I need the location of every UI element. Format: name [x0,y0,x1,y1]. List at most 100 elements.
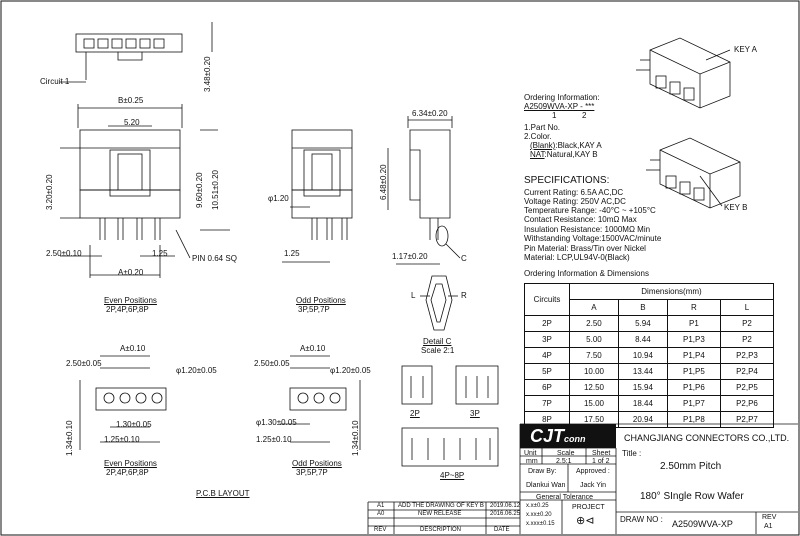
ordering-num2: 2 [582,111,587,120]
rev-row-1-desc: ADD THE DRAWING OF KEY B [398,503,484,509]
approver-name: Jack Yin [580,482,607,489]
spec-line: Pin Material: Brass/Tin over Nickel [524,244,646,253]
iso-view-key-b [646,137,741,209]
cell: P2,P6 [719,395,775,412]
profile-view [387,116,461,265]
cell: 2.50 [569,315,619,332]
iso-view-key-a [636,37,731,109]
tolerance-3: x.xxx±0.15 [526,521,555,527]
tolerance-label: General Tolerance [536,494,594,501]
draw-no-label: DRAW NO : [620,515,663,524]
th-circuits: Circuits [524,283,570,316]
dim-phi: φ1.20 [268,194,289,203]
label-r: R [461,291,467,300]
cell: 5.94 [617,315,668,332]
cell: 15.00 [569,395,619,412]
rev-row-1-date: 2019.06.12 [490,503,521,509]
title-line1: 2.50mm Pitch [660,461,722,472]
key-b-label: KEY B [724,203,748,212]
cell: P2,P3 [719,347,775,364]
cell: 5P [524,363,570,380]
project-label: PROJECT [572,504,605,511]
ordering-num1: 1 [552,111,557,120]
dim-6-48: 6.48±0.20 [379,164,388,200]
cell: 7P [524,395,570,412]
pin-view-2p: 2P [410,409,420,418]
pcb-odd-caption: Odd Positions [292,459,342,468]
cell: P2 [719,315,775,332]
cell: P2,P5 [719,379,775,396]
cell: 2P [524,315,570,332]
sheet-value: 1 of 2 [592,458,610,465]
cell: 12.50 [569,379,619,396]
cell: P2,P7 [719,411,775,428]
pcb-odd-dim-a: A±0.10 [300,344,326,353]
ordering-nat: NAT [530,150,545,159]
dim-1-25-front: 1.25 [152,249,168,258]
cell: P1,P6 [666,379,721,396]
pcb-odd-hole: φ1.20±0.05 [330,366,371,375]
ordering-code: A2509WVA-XP - *** [524,102,595,111]
rev-header-rev: REV [374,527,387,533]
rev-row-1-rev: A1 [377,503,385,509]
pin-views [401,365,499,467]
dim-1-25-side: 1.25 [284,249,300,258]
cell: P1,P8 [666,411,721,428]
cell: 10.00 [569,363,619,380]
dim-2-50: 2.50±0.10 [46,249,82,258]
spec-line: Temperature Range: -40°C ~ +105°C [524,206,656,215]
company-logo: CJTconn [530,427,586,445]
pcb-layout-even [79,355,167,450]
pin-view-3p: 3P [470,409,480,418]
pcb-odd-dim-125: 1.25±0.10 [256,435,292,444]
caption-even: Even Positions [104,296,157,305]
logo-text-small: conn [564,434,586,444]
dim-10-51: 10.51±0.20 [211,170,220,210]
spec-line: Voltage Rating: 250V AC,DC [524,197,626,206]
side-view-odd [282,129,353,263]
rev-row-2-desc: NEW RELEASE [418,511,462,517]
pcb-even-caption: Even Positions [104,459,157,468]
pin-view-4p-8p: 4P~8P [440,471,465,480]
cell: 7.50 [569,347,619,364]
cell: 4P [524,347,570,364]
ordering-blank-desc: :Black,KAY A [555,141,602,150]
cell: 13.44 [617,363,668,380]
th-r: R [666,299,721,316]
tolerance-2: x.xx±0.20 [526,512,552,518]
detail-c-title: Detail C [423,337,452,346]
th-l: L [719,299,775,316]
scale-header: Scale [557,450,575,457]
rev-value: A1 [764,523,773,530]
spec-title: SPECIFICATIONS: [524,175,610,186]
unit-value: mm [526,458,538,465]
ordering-line3: (Blank):Black,KAY A [530,142,602,150]
draw-no-value: A2509WVA-XP [672,519,733,529]
approved-label: Approved : [576,468,610,475]
caption-odd-sub: 3P,5P,7P [298,305,330,314]
cell: 17.50 [569,411,619,428]
pcb-odd-dim-250: 2.50±0.05 [254,359,290,368]
cell: 5.00 [569,331,619,348]
dim-1-17: 1.17±0.20 [392,252,428,261]
pcb-even-dim-a: A±0.10 [120,344,146,353]
ordering-nat-desc: :Natural,KAY B [544,150,598,159]
pin-label: PIN 0.64 SQ [192,254,237,263]
sheet-header: Sheet [592,450,611,457]
rev-header-desc: DESCRIPTION [420,527,462,533]
ordering-blank: (Blank) [530,141,556,150]
cell: P2,P4 [719,363,775,380]
rev-row-2-date: 2016.06.25 [490,511,521,517]
pcb-even-dim-125: 1.25±0.10 [104,435,140,444]
title-line2: 180° SIngle Row Wafer [640,491,744,502]
cell: P1,P5 [666,363,721,380]
unit-header: Unit [524,450,537,457]
company-name: CHANGJIANG CONNECTORS CO.,LTD. [624,433,790,443]
cell: P1 [666,315,721,332]
